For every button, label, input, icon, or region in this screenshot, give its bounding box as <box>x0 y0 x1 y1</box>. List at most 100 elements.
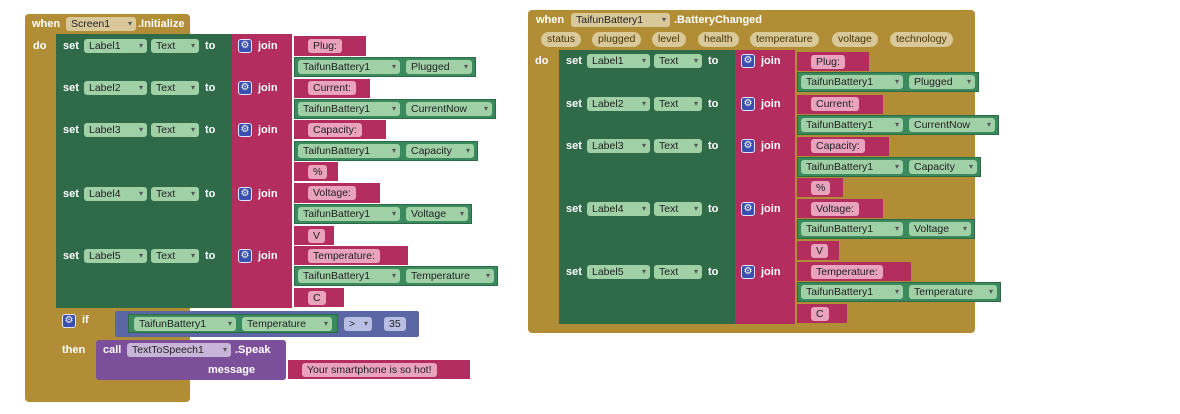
property-dropdown[interactable]: Capacity▾ <box>909 160 977 174</box>
property-name: Text <box>156 188 176 200</box>
label-dropdown[interactable]: Label5▾ <box>84 249 147 263</box>
component-dropdown[interactable]: TaifunBattery1▾ <box>298 102 400 116</box>
property-name: Text <box>156 250 176 262</box>
param-technology[interactable]: technology <box>890 32 953 47</box>
text-string[interactable]: C <box>811 307 829 321</box>
property-dropdown[interactable]: Plugged▾ <box>909 75 975 89</box>
mutator-gear-icon[interactable]: ⚙ <box>238 187 252 201</box>
property-dropdown[interactable]: Text▾ <box>654 265 702 279</box>
property-dropdown[interactable]: CurrentNow▾ <box>406 102 492 116</box>
label-dropdown[interactable]: Label5▾ <box>587 265 650 279</box>
property-dropdown[interactable]: Text▾ <box>151 187 199 201</box>
mutator-gear-icon[interactable]: ⚙ <box>741 54 755 68</box>
label-dropdown[interactable]: Label1▾ <box>84 39 147 53</box>
component-dropdown-battery[interactable]: TaifunBattery1▾ <box>571 13 670 27</box>
text-string[interactable]: % <box>811 181 831 195</box>
property-dropdown[interactable]: Text▾ <box>654 97 702 111</box>
mutator-gear-icon[interactable]: ⚙ <box>741 265 755 279</box>
mutator-gear-icon[interactable]: ⚙ <box>238 249 252 263</box>
property-dropdown[interactable]: Temperature▾ <box>406 269 494 283</box>
param-level[interactable]: level <box>652 32 686 47</box>
label-dropdown[interactable]: Label2▾ <box>587 97 650 111</box>
text-string[interactable]: Voltage: <box>308 186 356 200</box>
component-dropdown-screen1[interactable]: Screen1▾ <box>66 17 136 31</box>
text-string[interactable]: Capacity: <box>811 139 865 153</box>
label-dropdown[interactable]: Label1▾ <box>587 54 650 68</box>
component-dropdown[interactable]: TaifunBattery1▾ <box>801 118 903 132</box>
text-string[interactable]: V <box>308 229 326 243</box>
if-keyword: if <box>82 314 89 326</box>
text-string[interactable]: C <box>308 291 326 305</box>
component-dropdown[interactable]: TaifunBattery1▾ <box>801 222 903 236</box>
mutator-gear-icon[interactable]: ⚙ <box>741 202 755 216</box>
property-dropdown[interactable]: Temperature▾ <box>242 317 332 331</box>
text-string[interactable]: Your smartphone is so hot! <box>302 363 437 377</box>
component-dropdown[interactable]: TaifunBattery1▾ <box>134 317 236 331</box>
mutator-gear-icon[interactable]: ⚙ <box>741 97 755 111</box>
chevron-down-icon: ▾ <box>391 146 396 155</box>
property-dropdown[interactable]: Text▾ <box>151 81 199 95</box>
property-dropdown[interactable]: Text▾ <box>654 139 702 153</box>
label-dropdown[interactable]: Label3▾ <box>84 123 147 137</box>
property-dropdown[interactable]: Voltage▾ <box>406 207 468 221</box>
chevron-down-icon: ▾ <box>222 345 227 354</box>
operator-dropdown[interactable]: >▾ <box>344 317 372 331</box>
label-dropdown[interactable]: Label3▾ <box>587 139 650 153</box>
param-plugged[interactable]: plugged <box>592 32 642 47</box>
text-string[interactable]: Plug: <box>811 55 845 69</box>
mutator-gear-icon[interactable]: ⚙ <box>238 39 252 53</box>
property-dropdown[interactable]: Text▾ <box>151 249 199 263</box>
text-string[interactable]: Voltage: <box>811 202 859 216</box>
label-dropdown[interactable]: Label2▾ <box>84 81 147 95</box>
component-dropdown[interactable]: TaifunBattery1▾ <box>801 160 903 174</box>
number-value[interactable]: 35 <box>384 317 406 331</box>
text-string[interactable]: Temperature: <box>308 249 380 263</box>
property-dropdown[interactable]: Voltage▾ <box>909 222 971 236</box>
to-keyword: to <box>708 203 719 215</box>
text-string[interactable]: Capacity: <box>308 123 362 137</box>
text-string[interactable]: V <box>811 244 829 258</box>
mutator-gear-icon[interactable]: ⚙ <box>741 139 755 153</box>
text-string[interactable]: Plug: <box>308 39 342 53</box>
param-name: voltage <box>838 33 872 45</box>
property-dropdown[interactable]: Plugged▾ <box>406 60 472 74</box>
param-status[interactable]: status <box>541 32 582 47</box>
event-name: .BatteryChanged <box>674 14 763 26</box>
text-string[interactable]: Current: <box>308 81 356 95</box>
text-string[interactable]: % <box>308 165 328 179</box>
mutator-gear-icon[interactable]: ⚙ <box>238 123 252 137</box>
property-dropdown[interactable]: Capacity▾ <box>406 144 474 158</box>
component-dropdown[interactable]: TaifunBattery1▾ <box>298 60 400 74</box>
label-dropdown[interactable]: Label4▾ <box>587 202 650 216</box>
mutator-gear-icon[interactable]: ⚙ <box>62 314 76 328</box>
property-dropdown[interactable]: Text▾ <box>151 39 199 53</box>
text-string[interactable]: Temperature: <box>811 265 883 279</box>
component-dropdown[interactable]: TaifunBattery1▾ <box>298 269 400 283</box>
param-voltage[interactable]: voltage <box>832 32 878 47</box>
label-name: Label2 <box>592 98 624 110</box>
text-string[interactable]: Current: <box>811 97 859 111</box>
property-name: Text <box>659 98 679 110</box>
property-dropdown[interactable]: Text▾ <box>654 54 702 68</box>
param-health[interactable]: health <box>698 32 739 47</box>
set-keyword: set <box>566 266 582 278</box>
component-dropdown[interactable]: TaifunBattery1▾ <box>298 144 400 158</box>
property-dropdown[interactable]: Temperature▾ <box>909 285 997 299</box>
property-dropdown[interactable]: Text▾ <box>654 202 702 216</box>
component-dropdown[interactable]: TaifunBattery1▾ <box>801 285 903 299</box>
chevron-down-icon: ▾ <box>127 19 132 28</box>
set-keyword: set <box>566 55 582 67</box>
component-dropdown[interactable]: TaifunBattery1▾ <box>298 207 400 221</box>
property-name: Capacity <box>914 161 955 173</box>
label-dropdown[interactable]: Label4▾ <box>84 187 147 201</box>
component-dropdown[interactable]: TextToSpeech1 ▾ <box>127 343 231 357</box>
component-dropdown[interactable]: TaifunBattery1▾ <box>801 75 903 89</box>
to-keyword: to <box>708 266 719 278</box>
text-value: V <box>313 230 321 242</box>
property-dropdown[interactable]: CurrentNow▾ <box>909 118 995 132</box>
property-dropdown[interactable]: Text▾ <box>151 123 199 137</box>
mutator-gear-icon[interactable]: ⚙ <box>238 81 252 95</box>
component-name: TextToSpeech1 <box>132 344 204 356</box>
param-temperature[interactable]: temperature <box>750 32 819 47</box>
chevron-down-icon: ▾ <box>459 209 464 218</box>
